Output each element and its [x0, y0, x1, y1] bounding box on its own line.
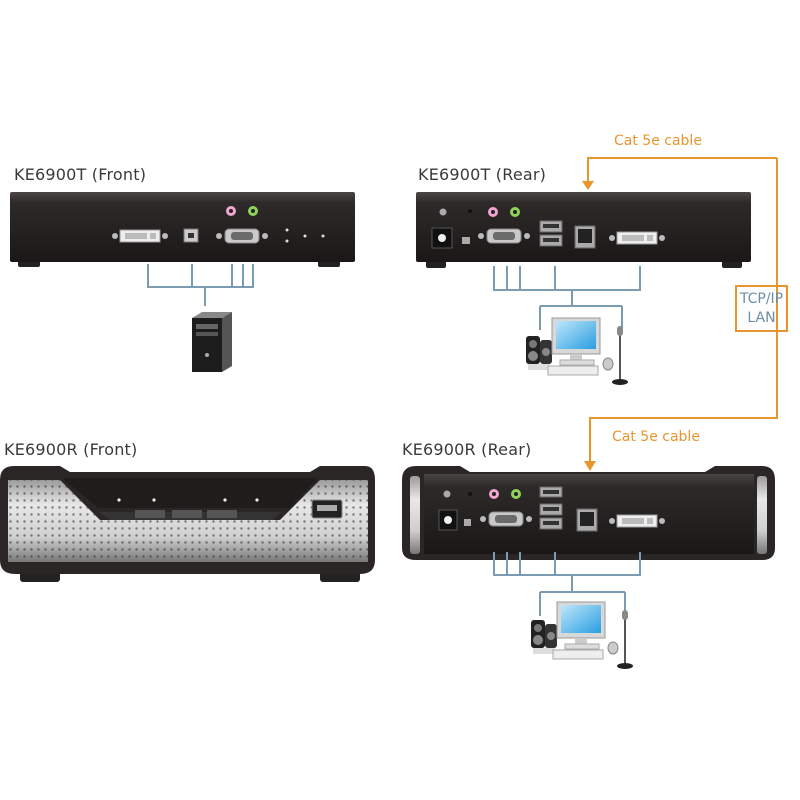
- t-front-connector-lines: [147, 264, 254, 306]
- ke6900r-front-label: KE6900R (Front): [4, 440, 138, 459]
- ground-screw-icon: [443, 490, 451, 498]
- computer-peripherals-icon: [530, 601, 634, 670]
- network-label-line1: TCP/IP: [739, 291, 784, 307]
- dvi-port-icon: [111, 229, 169, 243]
- lan-port-icon: [576, 508, 598, 532]
- pc-tower-icon: [192, 312, 232, 372]
- ke6900r-front-device: [0, 466, 375, 582]
- dvi-port-icon: [608, 231, 666, 245]
- switch-icon: [464, 519, 471, 526]
- switch-icon: [462, 237, 470, 244]
- cat5e-cable-label-top: Cat 5e cable: [614, 133, 702, 149]
- arrow-down-icon: [584, 461, 596, 471]
- ground-screw-icon: [439, 208, 447, 216]
- ke6900r-rear-label: KE6900R (Rear): [402, 440, 532, 459]
- ke6900t-front-label: KE6900T (Front): [14, 165, 147, 184]
- tcpip-lan-box: TCP/IP LAN: [735, 285, 788, 332]
- computer-peripherals-icon: [525, 317, 629, 386]
- ke6900t-front-device: [10, 192, 355, 267]
- arrow-down-icon: [582, 181, 594, 190]
- network-label-line2: LAN: [747, 310, 776, 326]
- lan-port-icon: [574, 225, 596, 249]
- t-rear-connector-lines: [493, 266, 641, 330]
- dvi-port-icon: [608, 514, 666, 528]
- ke6900t-rear-device: [416, 192, 751, 268]
- cat5e-cable-line: [587, 157, 778, 462]
- r-rear-connector-lines: [493, 552, 641, 616]
- ke6900t-rear-label: KE6900T (Rear): [418, 165, 547, 184]
- ke6900r-rear-device: [402, 466, 775, 560]
- cat5e-cable-label-bottom: Cat 5e cable: [612, 429, 700, 445]
